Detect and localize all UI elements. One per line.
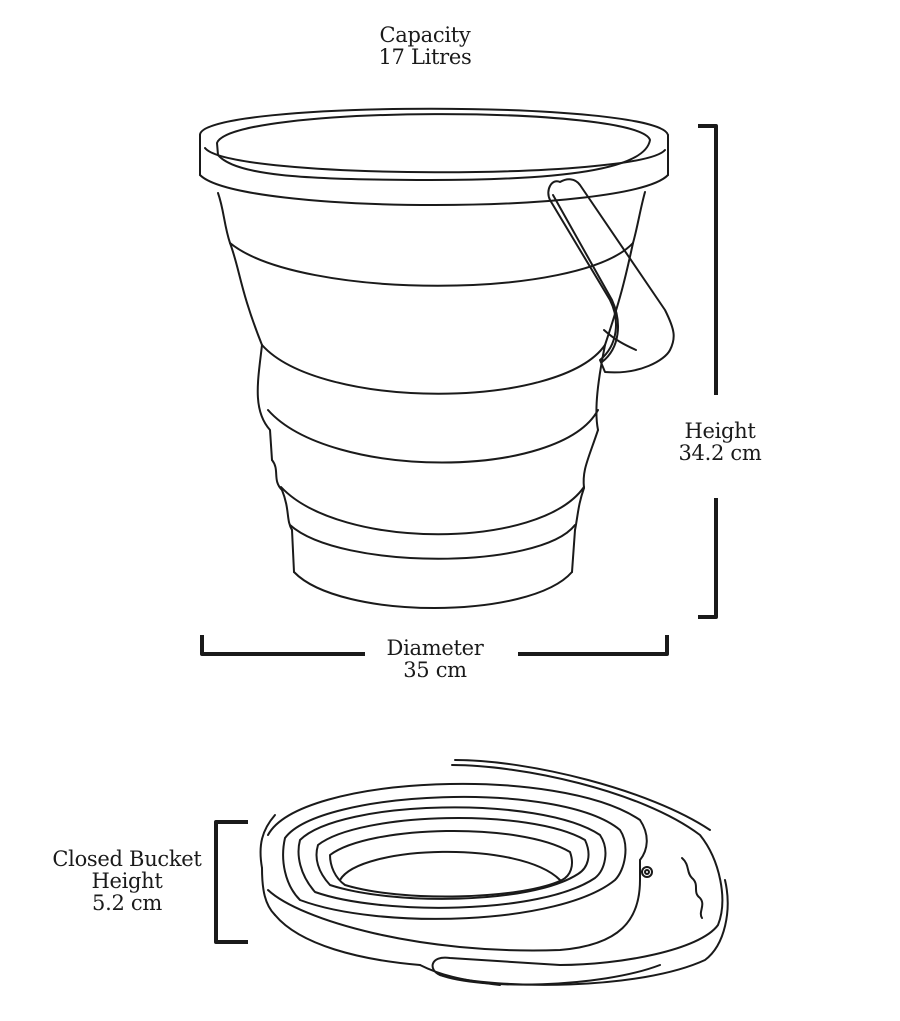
- height-title: Height: [684, 419, 756, 443]
- closed-height-title-1: Closed Bucket: [52, 847, 202, 871]
- height-bracket-bottom: [698, 498, 718, 619]
- capacity-value: 17 Litres: [378, 45, 472, 69]
- diameter-value: 35 cm: [403, 658, 467, 682]
- closed-bucket-illustration: [259, 759, 729, 986]
- capacity-title: Capacity: [379, 23, 471, 47]
- closed-height-value: 5.2 cm: [92, 891, 162, 915]
- open-bucket-illustration: [199, 107, 675, 609]
- diameter-bracket-right: [518, 635, 669, 656]
- height-label: Height 34.2 cm: [650, 420, 790, 464]
- dimension-brackets: [200, 124, 718, 944]
- diameter-label: Diameter 35 cm: [335, 637, 535, 681]
- diameter-bracket-left: [200, 635, 365, 656]
- height-value: 34.2 cm: [678, 441, 762, 465]
- capacity-label: Capacity 17 Litres: [325, 24, 525, 68]
- diameter-title: Diameter: [386, 636, 484, 660]
- height-bracket-top: [698, 124, 718, 395]
- closed-height-bracket: [214, 820, 248, 944]
- closed-height-label: Closed Bucket Height 5.2 cm: [22, 848, 232, 914]
- closed-height-title-2: Height: [91, 869, 163, 893]
